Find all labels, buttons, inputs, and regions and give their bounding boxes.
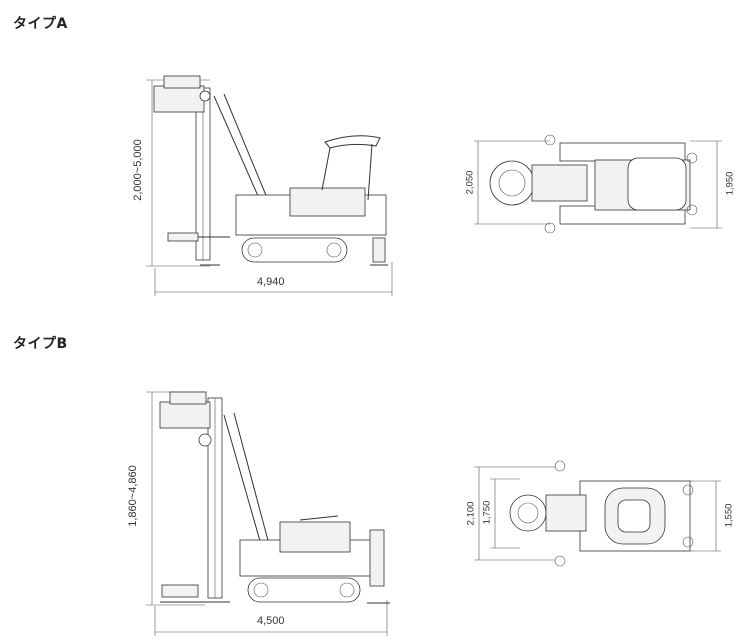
type-a-height-dimension: 2,000~5,000 — [132, 139, 144, 201]
type-a-top-track-dimension: 1,950 — [724, 171, 736, 196]
type-b-top-track-dimension: 1,550 — [723, 503, 735, 528]
type-a-top-view — [474, 134, 722, 234]
type-b-top-inner-dimension: 1,750 — [481, 500, 493, 525]
type-a-length-dimension: 4,940 — [257, 276, 285, 288]
type-b-top-width-dimension: 2,100 — [465, 501, 477, 526]
type-a-heading: タイプA — [13, 16, 68, 32]
type-b-top-view — [474, 460, 721, 567]
type-b-side-view — [146, 391, 390, 636]
type-b-heading: タイプB — [13, 336, 68, 352]
type-a-top-width-dimension: 2,050 — [464, 170, 476, 195]
type-b-length-dimension: 4,500 — [257, 615, 285, 627]
type-a-side-view — [146, 75, 393, 296]
type-b-height-dimension: 1,860~4,860 — [127, 465, 139, 527]
